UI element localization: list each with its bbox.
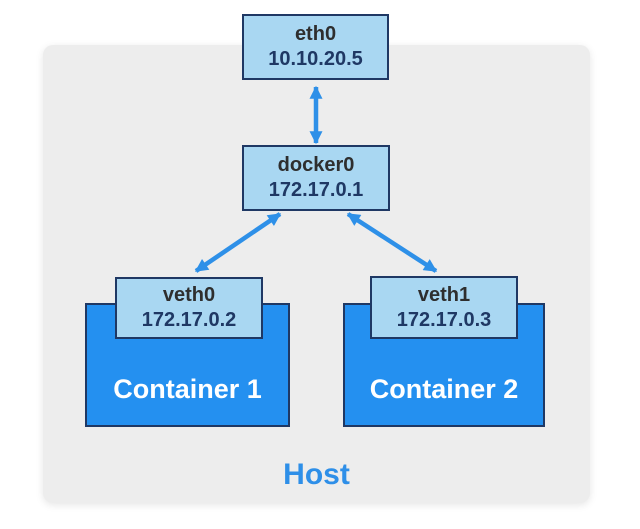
- host-label: Host: [283, 458, 350, 491]
- docker0-node: docker0 172.17.0.1: [242, 145, 390, 211]
- container-1-label: Container 1: [113, 374, 262, 404]
- veth0-title: veth0: [162, 284, 216, 306]
- eth0-node: eth0 10.10.20.5: [242, 14, 389, 80]
- veth0-node: veth0 172.17.0.2: [115, 277, 263, 339]
- veth1-title: veth1: [417, 283, 471, 306]
- veth1-node: veth1 172.17.0.3: [370, 276, 518, 339]
- eth0-ip: 10.10.20.5: [268, 48, 363, 70]
- veth0-ip: 172.17.0.2: [141, 309, 237, 331]
- eth0-title: eth0: [294, 23, 337, 45]
- docker0-title: docker0: [277, 154, 355, 176]
- container-2-label: Container 2: [369, 374, 519, 404]
- host-boundary: [43, 45, 590, 503]
- docker0-ip: 172.17.0.1: [268, 179, 364, 201]
- veth1-ip: 172.17.0.3: [396, 308, 492, 331]
